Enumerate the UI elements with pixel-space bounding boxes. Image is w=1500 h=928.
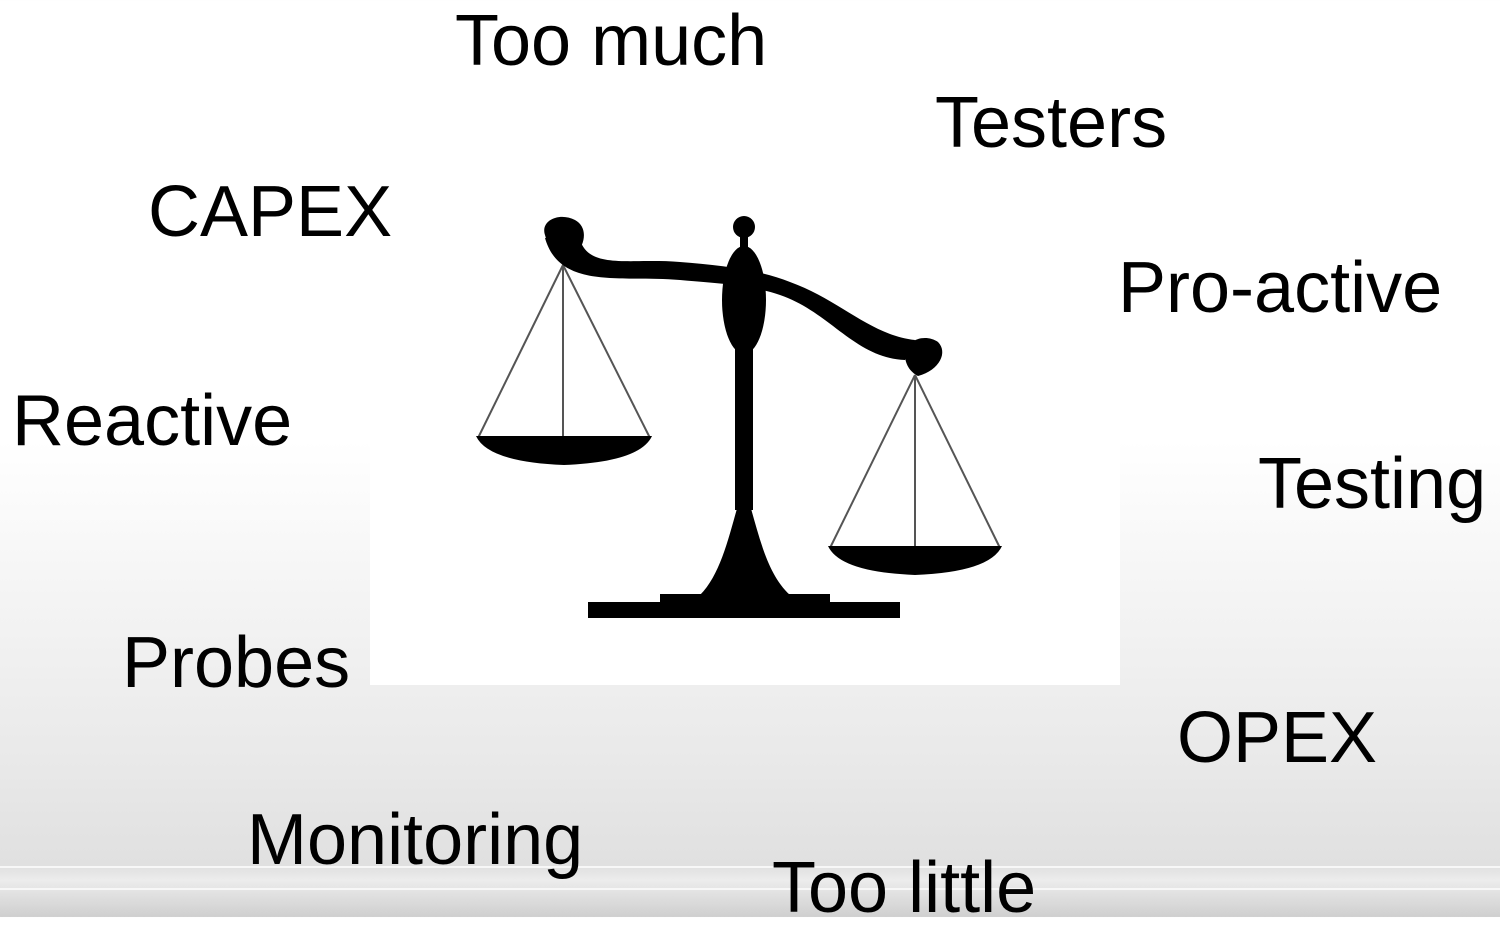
label-monitoring: Monitoring xyxy=(247,800,584,880)
label-testers: Testers xyxy=(935,83,1168,163)
label-too-much: Too much xyxy=(455,1,768,81)
label-opex: OPEX xyxy=(1177,698,1378,778)
label-too-little: Too little xyxy=(772,848,1037,928)
footer-stripe-top xyxy=(0,866,1500,868)
left-finial xyxy=(544,216,584,262)
footer-stripe-bottom xyxy=(0,888,1500,890)
left-pan-strings xyxy=(477,264,651,439)
scale-beam xyxy=(545,238,915,360)
scale-column xyxy=(735,340,753,510)
label-pro-active: Pro-active xyxy=(1118,248,1443,328)
label-testing: Testing xyxy=(1258,444,1487,524)
left-pan xyxy=(476,436,652,465)
top-knob xyxy=(733,216,755,238)
scale-base xyxy=(588,602,900,618)
label-reactive: Reactive xyxy=(12,381,293,461)
scale-base-step xyxy=(660,594,830,604)
right-pan xyxy=(828,546,1002,575)
scale-base-flare xyxy=(700,505,790,595)
right-finial xyxy=(905,338,943,376)
label-probes: Probes xyxy=(122,623,351,703)
label-capex: CAPEX xyxy=(148,172,393,252)
right-pan-strings xyxy=(829,374,1001,549)
pivot-ornament xyxy=(722,246,766,354)
